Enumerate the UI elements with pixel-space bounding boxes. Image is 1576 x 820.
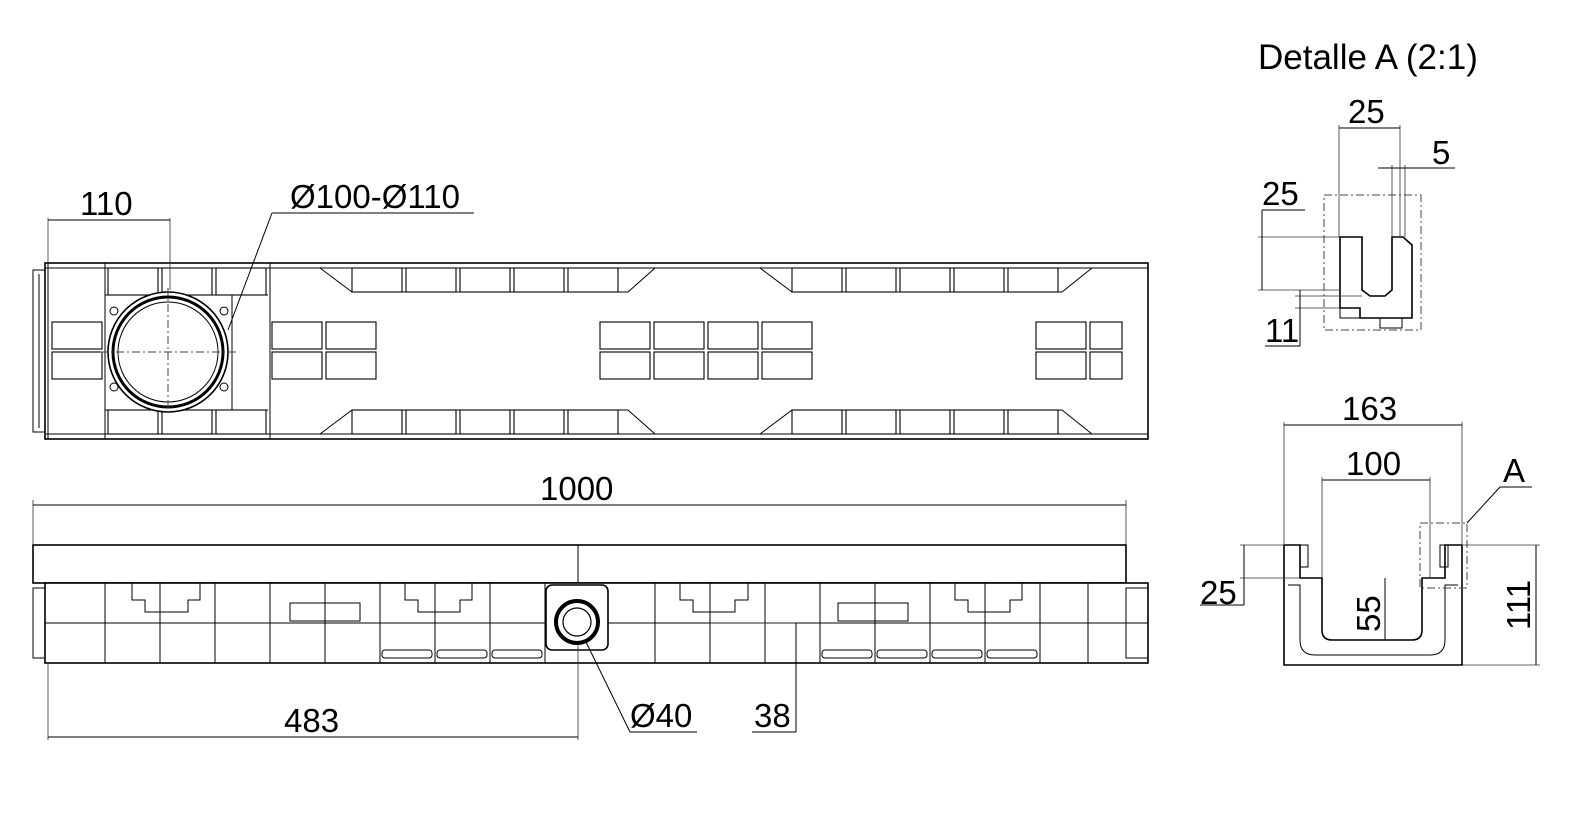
dim-pipe-label: Ø100-Ø110 (290, 178, 460, 215)
dim-40: Ø40 (584, 639, 697, 734)
dim-5-detail: 5 (1378, 134, 1455, 237)
dim-110-label: 110 (80, 185, 133, 222)
dim-1000: 1000 (32, 470, 1127, 545)
dim-1000-label: 1000 (540, 470, 613, 507)
dim-111-label: 111 (1500, 580, 1537, 630)
side-view-clips (131, 583, 1038, 659)
dim-38: 38 (710, 622, 797, 734)
dim-25-detail-top: 25 (1338, 93, 1401, 237)
top-view-upper-ribs (104, 267, 1093, 296)
detail-title: Detalle A (2:1) (1258, 38, 1478, 77)
detail-a-frame (1323, 194, 1422, 331)
dim-25-detail-left-label: 25 (1262, 175, 1299, 212)
dim-25-section: 25 (1200, 544, 1300, 611)
detail-marker-label: A (1503, 452, 1525, 489)
top-view-end-cap (32, 269, 46, 433)
dim-25-detail-top-label: 25 (1348, 93, 1385, 130)
detail-a-box (1419, 522, 1468, 589)
dim-11-detail: 11 (1265, 290, 1362, 349)
dim-163: 163 (1283, 390, 1463, 545)
dim-25-detail-left: 25 (1258, 175, 1340, 291)
side-view: 1000 483 Ø40 38 (32, 470, 1149, 740)
dim-55-label: 55 (1350, 595, 1387, 632)
top-view-lower-ribs (104, 409, 1093, 435)
dim-5-detail-label: 5 (1432, 134, 1450, 171)
detail-a: Detalle A (2:1) 25 5 25 (1258, 38, 1478, 349)
dim-38-label: 38 (754, 697, 791, 734)
dim-25-section-label: 25 (1200, 574, 1237, 611)
dim-163-label: 163 (1342, 390, 1397, 427)
dim-11-detail-label: 11 (1265, 312, 1299, 349)
top-view: 110 Ø100-Ø110 (32, 178, 1149, 440)
dim-111: 111 (1462, 544, 1540, 666)
dim-483-label: 483 (284, 702, 339, 739)
pipe-connector (100, 288, 236, 416)
dim-pipe: Ø100-Ø110 (227, 178, 474, 331)
detail-a-profile (1339, 236, 1413, 319)
dim-55: 55 (1350, 578, 1387, 640)
dim-110: 110 (47, 185, 171, 290)
detail-marker: A (1466, 452, 1532, 524)
dim-100: 100 (1321, 445, 1431, 578)
top-view-openings (51, 321, 1123, 380)
side-view-grating (32, 544, 1127, 584)
dim-100-label: 100 (1346, 445, 1401, 482)
outlet-40 (545, 584, 609, 651)
cross-section: 163 100 A 25 55 (1200, 390, 1540, 666)
section-profile (1283, 544, 1463, 666)
dim-40-label: Ø40 (630, 697, 692, 734)
dim-483: 483 (47, 645, 579, 740)
